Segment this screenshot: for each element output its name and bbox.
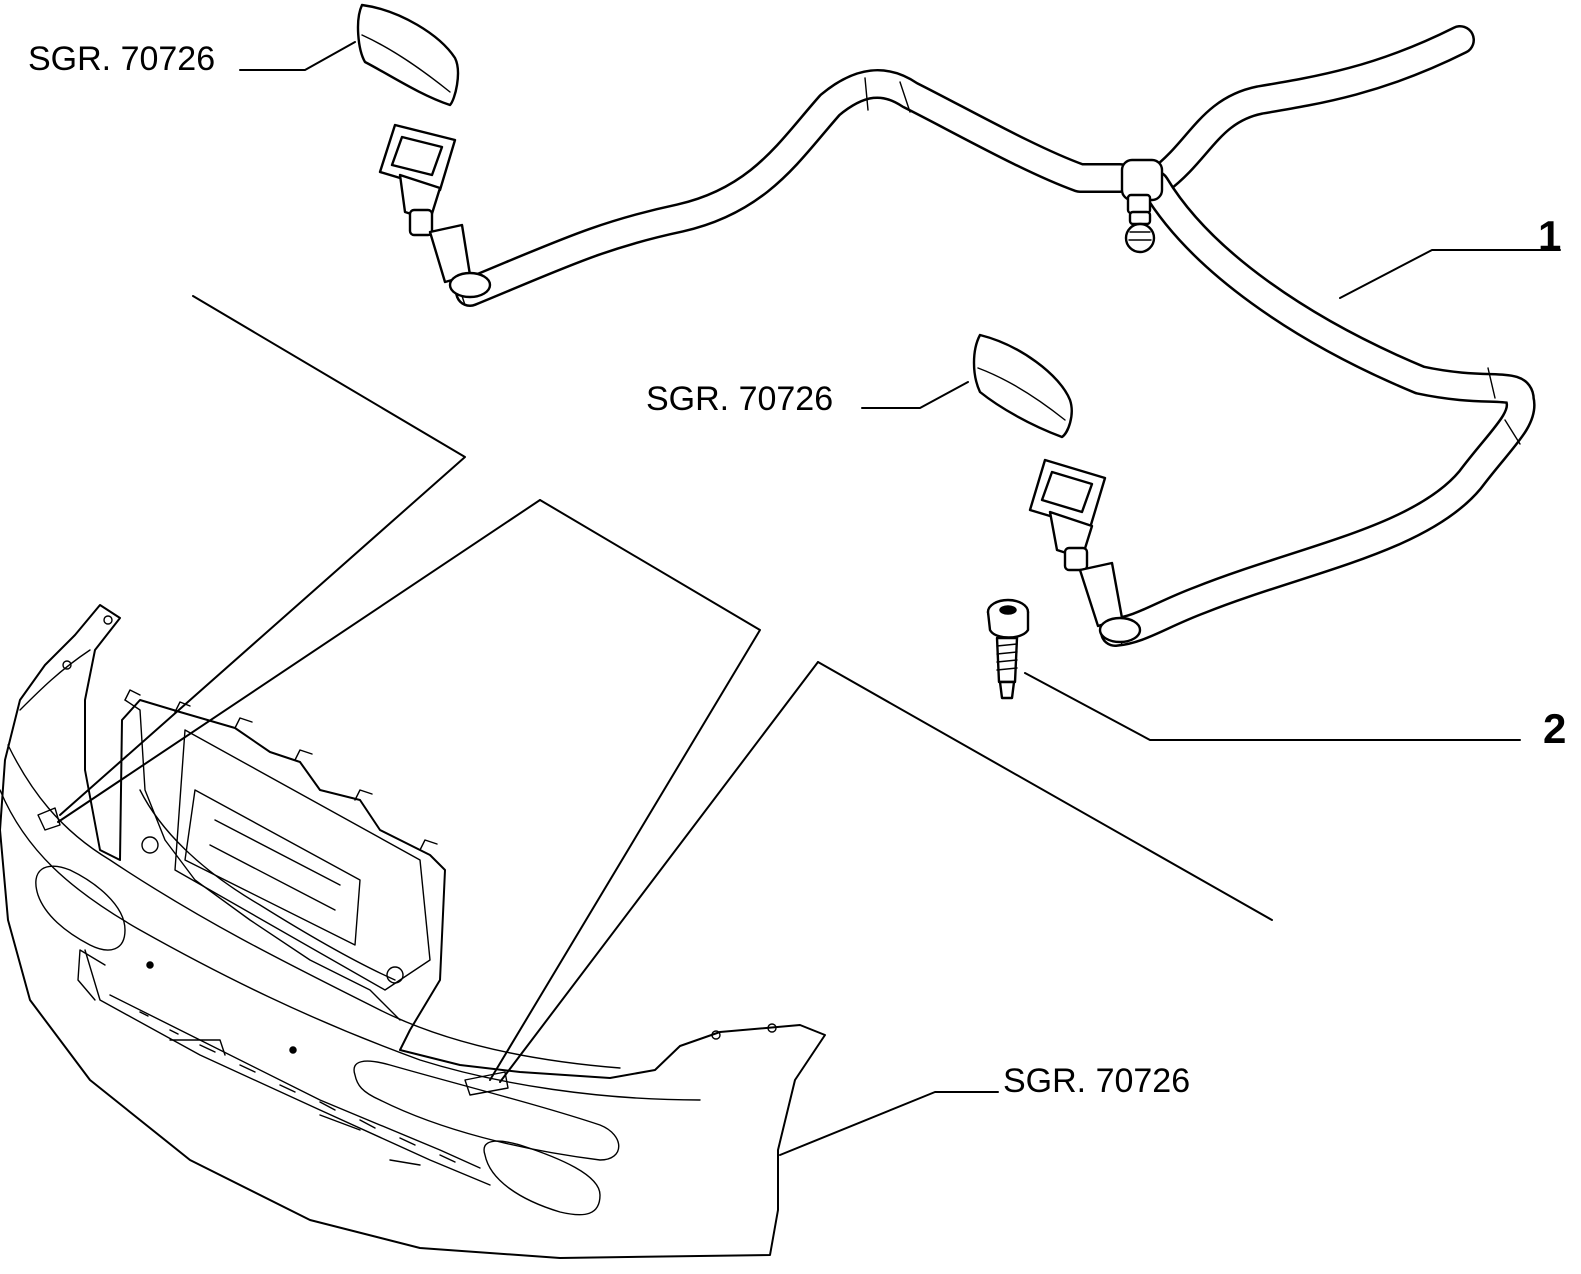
nozzle-cover-cap-middle-icon (861, 333, 1073, 439)
part-number-1: 1 (1538, 212, 1562, 259)
part-number-2: 2 (1543, 705, 1567, 752)
reference-label-top-left: SGR. 70726 (28, 40, 216, 78)
reference-label-bottom: SGR. 70726 (1003, 1062, 1191, 1100)
left-washer-nozzle-icon (378, 123, 492, 299)
washer-hose-assembly-icon (378, 25, 1561, 647)
front-bumper-icon (0, 604, 826, 1259)
callout-lines (57, 295, 1273, 1083)
nozzle-cover-cap-top-icon (239, 3, 460, 107)
screw-icon (986, 598, 1521, 741)
reference-label-middle: SGR. 70726 (646, 380, 834, 418)
bumper-reference-leader (779, 1091, 999, 1156)
right-washer-nozzle-icon (1028, 458, 1142, 644)
